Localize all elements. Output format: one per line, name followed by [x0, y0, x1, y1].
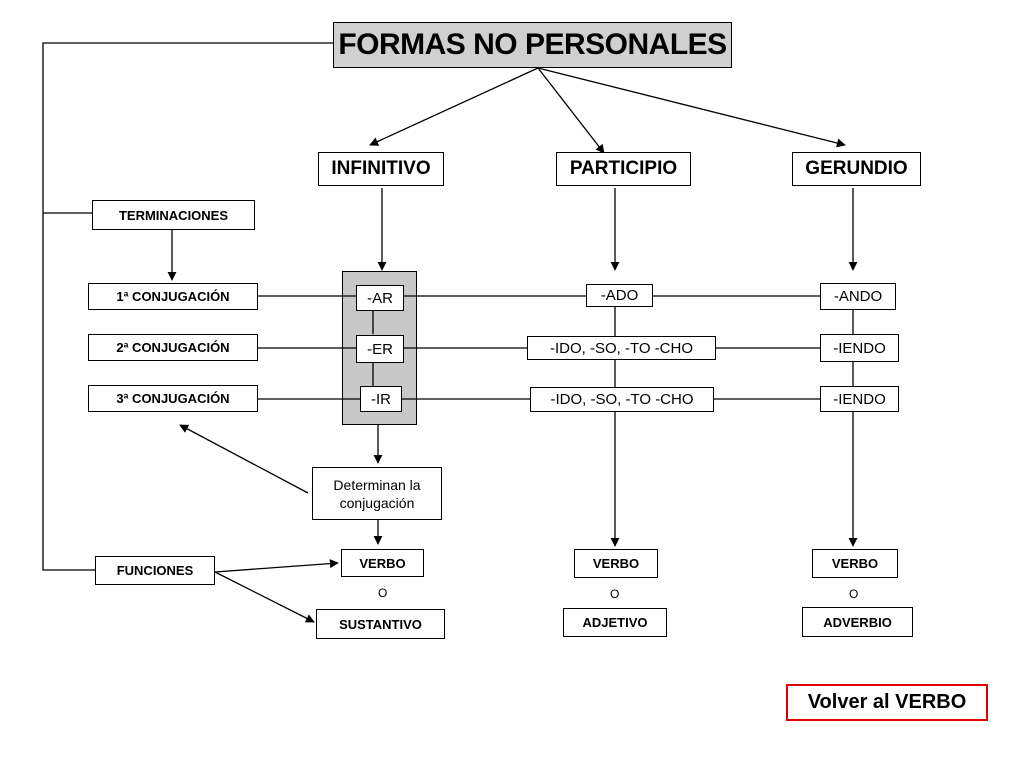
infinitivo-ending-er: -ER	[356, 335, 404, 363]
arrow-title-participio	[537, 67, 605, 154]
gerundio-function-or: O	[849, 587, 859, 601]
gerundio-header: GERUNDIO	[792, 152, 921, 186]
infinitivo-ending-ir: -IR	[360, 386, 402, 412]
participio-function-or: O	[610, 587, 620, 601]
terminaciones-label: TERMINACIONES	[92, 200, 255, 230]
arrow-determinan-conjugacion	[179, 424, 309, 494]
arrow-funciones-sustantivo	[214, 571, 315, 623]
infinitivo-header: INFINITIVO	[318, 152, 444, 186]
left-bracket-line	[42, 42, 333, 571]
arrow-funciones-verbo	[214, 559, 339, 573]
funciones-label: FUNCIONES	[95, 556, 215, 585]
volver-al-verbo-button[interactable]: Volver al VERBO	[786, 684, 988, 721]
infinitivo-function-or: O	[378, 586, 388, 600]
infinitivo-function-sustantivo: SUSTANTIVO	[316, 609, 445, 639]
participio-ending-2: -IDO, -SO, -TO -CHO	[527, 336, 716, 360]
gerundio-function-adverbio: ADVERBIO	[802, 607, 913, 637]
gerundio-function-verbo: VERBO	[812, 549, 898, 578]
participio-header: PARTICIPIO	[556, 152, 691, 186]
participio-ending-ado: -ADO	[586, 284, 653, 307]
page-title: FORMAS NO PERSONALES	[333, 22, 732, 68]
gerundio-ending-3: -IENDO	[820, 386, 899, 412]
infinitivo-function-verbo: VERBO	[341, 549, 424, 577]
determinan-conjugacion-note: Determinan la conjugación	[312, 467, 442, 520]
participio-function-adjetivo: ADJETIVO	[563, 608, 667, 637]
arrow-title-infinitivo	[369, 67, 539, 146]
arrow-title-gerundio	[537, 67, 846, 148]
infinitivo-ending-ar: -AR	[356, 285, 404, 311]
gerundio-ending-2: -IENDO	[820, 334, 899, 362]
conjugacion-2: 2ª CONJUGACIÓN	[88, 334, 258, 361]
gerundio-ending-ando: -ANDO	[820, 283, 896, 310]
participio-ending-3: -IDO, -SO, -TO -CHO	[530, 387, 714, 412]
participio-function-verbo: VERBO	[574, 549, 658, 578]
conjugacion-3: 3ª CONJUGACIÓN	[88, 385, 258, 412]
conjugacion-1: 1ª CONJUGACIÓN	[88, 283, 258, 310]
